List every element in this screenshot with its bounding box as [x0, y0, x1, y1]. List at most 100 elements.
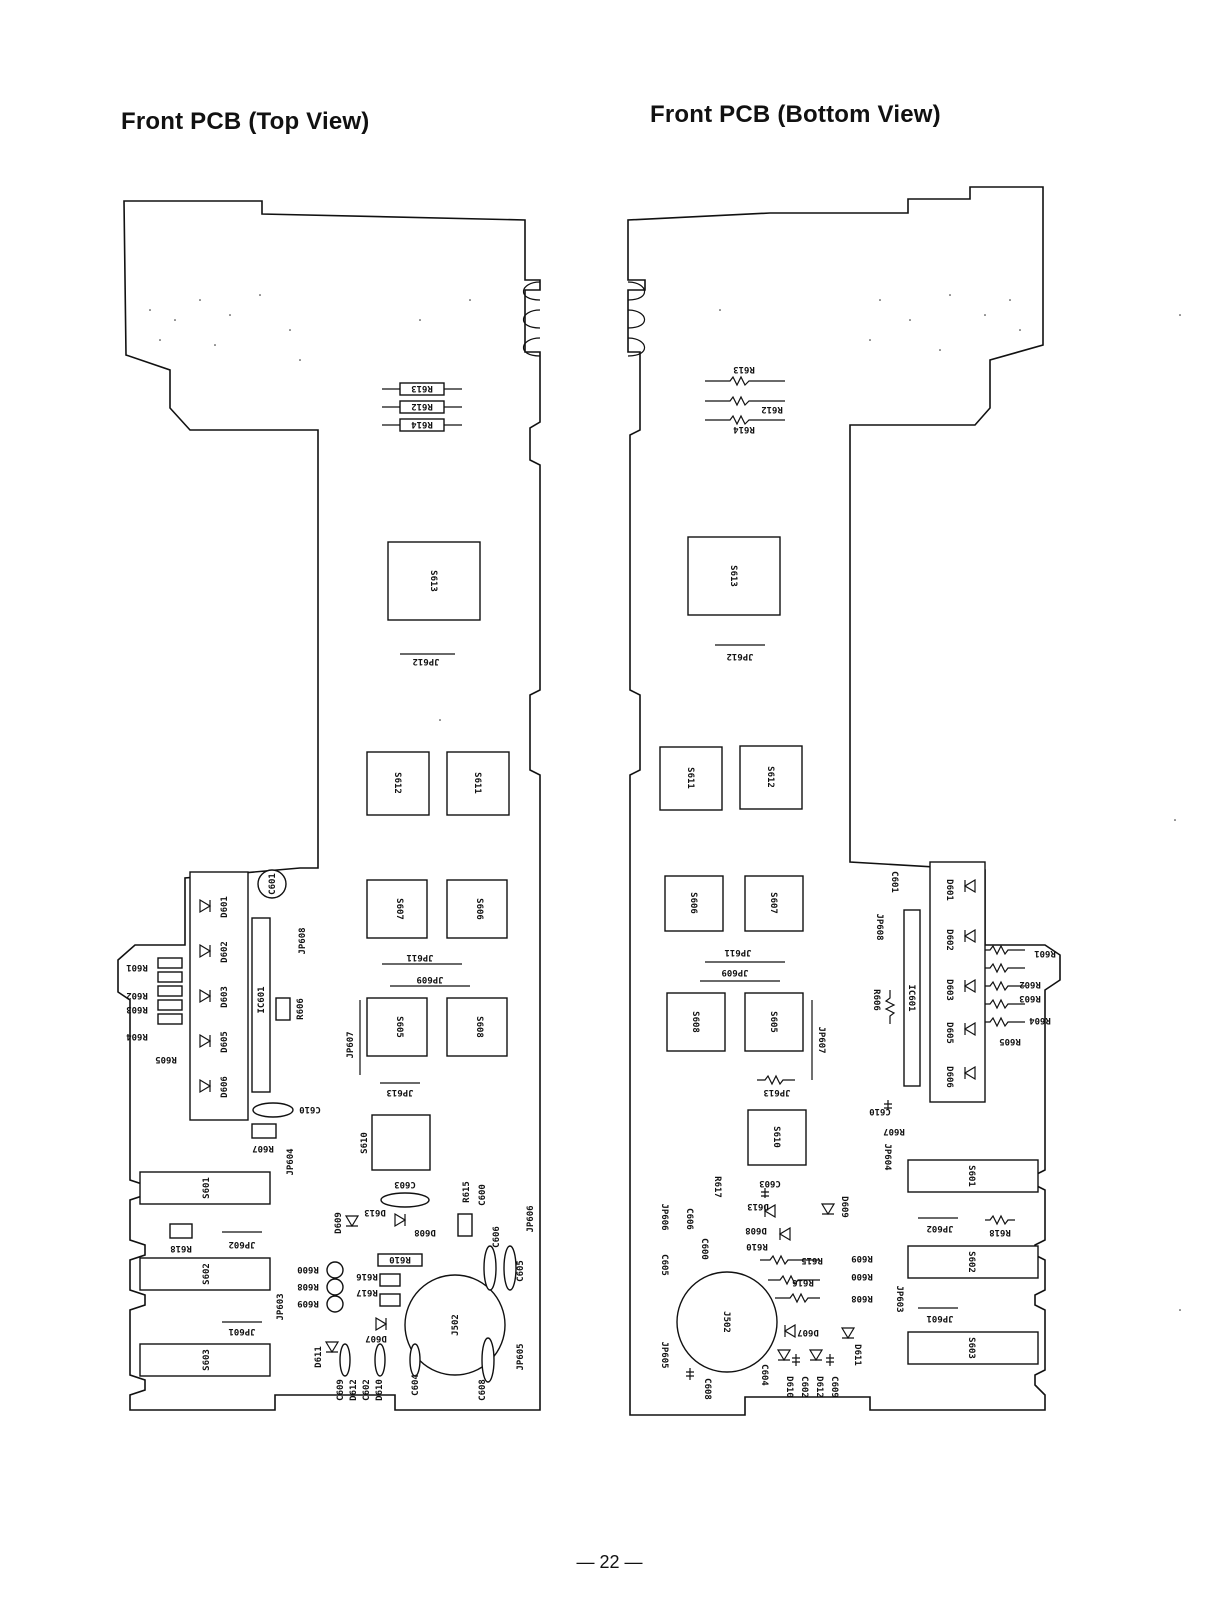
- top-label-s610: S610: [360, 1132, 370, 1154]
- top-label-r618: R618: [170, 1243, 192, 1253]
- top-label-jp608: JP608: [298, 927, 308, 954]
- top-label-r600: R600: [297, 1264, 319, 1274]
- bottom-label-s608: S608: [690, 1011, 700, 1033]
- top-label-c603: C603: [394, 1179, 416, 1189]
- top-label-s612: S612: [392, 772, 402, 794]
- bottom-label-c608: C608: [702, 1378, 712, 1400]
- bottom-label-r605: R605: [999, 1036, 1021, 1046]
- bottom-r617-zigzag: [768, 1274, 820, 1286]
- bottom-label-r604: R604: [1029, 1015, 1051, 1025]
- bottom-diode-d609: [820, 1203, 836, 1216]
- top-cap-c604-shape: [409, 1343, 421, 1377]
- bottom-diode-d607: [783, 1323, 796, 1339]
- bottom-diode-d613: [763, 1203, 776, 1219]
- bottom-label-s611: S611: [685, 767, 695, 789]
- top-label-jp611: JP611: [406, 952, 433, 962]
- bottom-switch-s608: [666, 992, 726, 1052]
- top-label-c600: C600: [478, 1184, 488, 1206]
- top-label-r610: R610: [389, 1254, 411, 1264]
- top-r600-pad: [326, 1261, 344, 1279]
- bottom-label-r607: R607: [883, 1126, 905, 1136]
- bottom-switch-s612: [739, 745, 803, 810]
- bottom-label-jp608: JP608: [874, 913, 884, 940]
- top-label-c604: C604: [411, 1374, 421, 1396]
- bottom-label-r601: R601: [1034, 948, 1056, 958]
- title-top-view: Front PCB (Top View): [121, 108, 370, 135]
- bottom-label-r609: R608: [851, 1293, 873, 1303]
- top-label-d607: D607: [365, 1333, 387, 1343]
- bottom-label-r615: R617: [712, 1176, 722, 1198]
- top-label-r616: R616: [356, 1271, 378, 1281]
- bottom-label-c601: C601: [889, 871, 899, 893]
- bottom-r-zigzag-jp613: [757, 1074, 795, 1086]
- bottom-label-s612: S612: [765, 766, 775, 788]
- top-switch-s601: [139, 1171, 271, 1205]
- top-label-jp603: JP603: [276, 1293, 286, 1320]
- top-switch-s610: [371, 1114, 431, 1171]
- top-switch-s605: [366, 997, 428, 1057]
- top-label-c606: C606: [492, 1226, 502, 1248]
- top-label-d605: D605: [220, 1031, 230, 1053]
- top-label-c601: C601: [268, 873, 278, 895]
- bottom-cap-c603-symbol: [761, 1188, 769, 1198]
- top-cap-c601: [257, 869, 287, 899]
- top-switch-s611: [446, 751, 510, 816]
- bottom-label-d611: D611: [852, 1344, 862, 1366]
- bottom-r613-zigzag: [705, 375, 785, 387]
- top-label-r613: R613: [411, 383, 433, 393]
- top-label-r606: R606: [296, 998, 306, 1020]
- page-number: — 22 —: [576, 1552, 643, 1572]
- top-label-c608: C608: [478, 1379, 488, 1401]
- bottom-label-s610: S610: [771, 1126, 781, 1148]
- top-label-jp609: JP609: [416, 974, 443, 984]
- bottom-small-diodes-caps: [776, 1349, 834, 1366]
- bottom-label-r610: R610: [746, 1241, 768, 1251]
- bottom-r618-zigzag: [985, 1214, 1015, 1226]
- top-r615: [457, 1213, 473, 1237]
- top-label-c605: C605: [516, 1260, 526, 1282]
- top-label-r614: R614: [411, 419, 433, 429]
- top-label-r607: R607: [252, 1143, 274, 1153]
- bottom-label-r606: R606: [871, 989, 881, 1011]
- top-board-outline: [117, 200, 541, 1411]
- bottom-view-board: R613 R612 R614 S613 JP612 S611 S612 S606…: [627, 186, 1181, 1416]
- top-label-d608: D608: [414, 1227, 436, 1237]
- bottom-label-c609: C609: [829, 1376, 839, 1398]
- bottom-switch-s611: [659, 746, 723, 811]
- top-label-c610: C610: [299, 1104, 321, 1114]
- top-led-diode-symbols: [199, 898, 212, 1094]
- top-cap-c605: [503, 1245, 517, 1291]
- bottom-switch-s601: [907, 1159, 1039, 1193]
- top-label-d613: D613: [364, 1207, 386, 1217]
- bottom-label-d606: D606: [944, 1066, 954, 1088]
- top-switch-s613: [387, 541, 481, 621]
- top-ic601: [251, 917, 271, 1093]
- bottom-diode-d611: [840, 1327, 856, 1340]
- bottom-label-r603: R603: [1019, 993, 1041, 1003]
- bottom-label-r614: R614: [733, 424, 755, 434]
- title-bottom-view: Front PCB (Bottom View): [650, 101, 941, 128]
- bottom-label-d610: D610: [784, 1376, 794, 1398]
- bottom-label-r602: R602: [1019, 979, 1041, 989]
- bottom-label-jp603: JP603: [894, 1285, 904, 1312]
- bottom-switch-s607: [744, 875, 804, 932]
- top-label-jp613: JP613: [386, 1087, 413, 1097]
- bottom-label-c602: C602: [799, 1376, 809, 1398]
- top-cap-c606: [483, 1245, 497, 1291]
- top-switch-s603: [139, 1343, 271, 1377]
- bottom-ic601: [903, 909, 921, 1087]
- bottom-led-diode-symbols: [963, 878, 976, 1081]
- bottom-label-jp601: JP601: [926, 1313, 953, 1323]
- top-cap-c609-shape: [339, 1343, 351, 1377]
- top-diode-d611: [324, 1341, 340, 1354]
- bottom-label-r616: R615: [801, 1255, 823, 1265]
- top-label-r609: R609: [297, 1298, 319, 1308]
- bottom-led-block: [929, 861, 986, 1103]
- top-label-s607: S607: [394, 898, 404, 920]
- bottom-label-c604: C604: [759, 1364, 769, 1386]
- top-label-d609: D609: [334, 1212, 344, 1234]
- bottom-r609-zigzag: [775, 1292, 820, 1304]
- bottom-label-s602: S602: [966, 1251, 976, 1273]
- top-cap-c603: [380, 1192, 430, 1208]
- bottom-label-d601: D601: [944, 879, 954, 901]
